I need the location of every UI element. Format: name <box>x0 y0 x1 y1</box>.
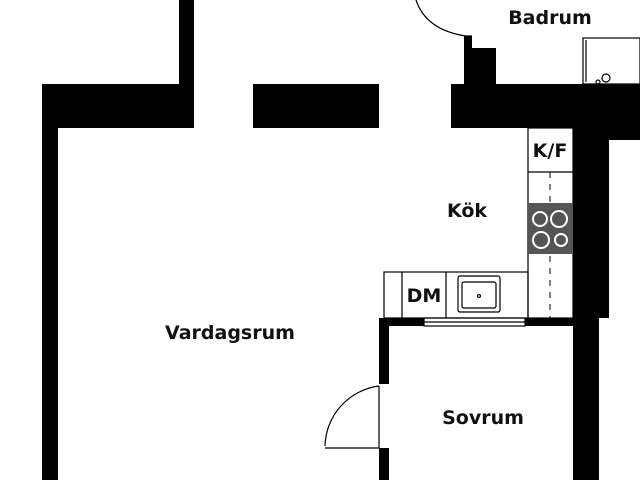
room-label-bathroom: Badrum <box>508 7 592 29</box>
bathtub-edge <box>582 37 640 85</box>
sink-drain-icon <box>476 293 482 299</box>
wall-bathroom-left <box>464 36 472 96</box>
shower-head-icon <box>601 73 611 83</box>
wall-right-lower <box>573 318 599 480</box>
sink-basin <box>461 281 497 309</box>
burner-1 <box>532 211 548 227</box>
drain-icon <box>595 79 601 85</box>
wall-right-notch <box>609 128 640 140</box>
bedroom-door-swing <box>324 385 380 447</box>
kitchen-counter <box>383 127 574 327</box>
wall-bathroom-pillar <box>472 48 496 96</box>
bathroom-door-swing <box>415 0 467 37</box>
walls <box>42 0 640 480</box>
wall-bedroom-top <box>379 318 424 326</box>
bathroom-fixtures <box>582 37 640 85</box>
wall-top-left-horizontal <box>42 84 194 128</box>
fixture-label-dishwasher: DM <box>407 285 442 307</box>
sink-icon <box>457 275 501 313</box>
room-label-bedroom: Sovrum <box>442 407 524 429</box>
wall-right-upper <box>573 128 609 318</box>
room-label-kitchen: Kök <box>447 200 487 222</box>
counter-horizontal <box>383 271 529 319</box>
wall-bedroom-left <box>379 318 389 384</box>
doors <box>324 0 472 449</box>
wall-bedroom-top-right <box>525 318 573 326</box>
burner-2 <box>550 210 568 228</box>
burner-4 <box>554 233 568 247</box>
wall-bedroom-left-lower <box>379 448 389 480</box>
fixture-label-fridge-freezer: K/F <box>533 140 568 162</box>
burner-3 <box>532 231 550 249</box>
room-label-living-room: Vardagsrum <box>165 322 295 344</box>
wall-middle-segment <box>253 84 379 128</box>
wall-left-outer <box>42 84 58 480</box>
